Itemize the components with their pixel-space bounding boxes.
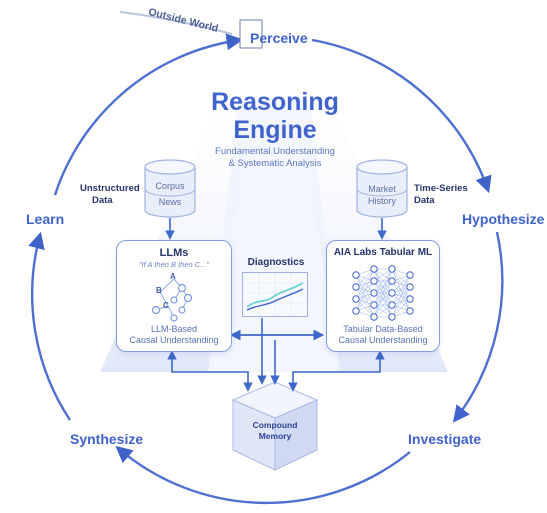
time-series-data-line1: Time-Series: [414, 183, 468, 194]
stage-hypothesize: Hypothesize: [462, 211, 545, 227]
causal-graph-icon: [151, 278, 193, 322]
news-db-label: News: [158, 197, 182, 207]
llm-caption-line1: LLM-Based: [150, 324, 198, 334]
cycle-arc-learn-perceive: [53, 33, 244, 196]
llm-panel: [116, 240, 232, 352]
cycle-arc-perceive-hypothesize: [311, 38, 492, 194]
unstructured-data-line2: Data: [92, 195, 113, 206]
tabular-panel-caption: Tabular Data-Based Causal Understanding: [326, 324, 440, 346]
engine-title-line2: Engine: [233, 116, 317, 144]
arrow-llms-to-memory: [167, 350, 253, 392]
time-series-data-label: Time-Series Data: [414, 183, 468, 207]
history-db-label: History: [367, 196, 396, 206]
tabular-caption-line1: Tabular Data-Based: [343, 324, 423, 334]
diagnostics-chart-icon: [243, 273, 307, 316]
unstructured-data-line1: Unstructured: [80, 183, 140, 194]
time-series-data-line2: Data: [414, 195, 435, 206]
market-history-database: [356, 159, 408, 218]
corpus-db-label: Corpus: [155, 181, 185, 191]
engine-subtitle-line2: & Systematic Analysis: [228, 158, 322, 169]
llm-panel-quote: "If A then B then C...": [138, 260, 210, 269]
perceive-input-box: [239, 19, 263, 49]
engine-title: Reasoning Engine: [200, 88, 350, 144]
outside-world-arc: [119, 11, 233, 35]
tabular-caption-line2: Causal Understanding: [338, 335, 428, 345]
llm-panel-caption: LLM-Based Causal Understanding: [116, 324, 232, 346]
stage-learn: Learn: [26, 211, 65, 227]
market-db-label: Market: [368, 184, 396, 194]
cycle-arc-synthesize-learn: [28, 231, 72, 421]
tabular-ml-panel: [326, 240, 440, 352]
node-a-label: A: [170, 272, 176, 281]
cycle-arc-investigate-synthesize: [115, 445, 411, 505]
memory-line1: Compound: [252, 420, 298, 430]
engine-title-line1: Reasoning: [211, 88, 339, 116]
diagnostics-title: Diagnostics: [247, 257, 305, 268]
unstructured-data-label: Unstructured Data: [80, 183, 140, 207]
neural-network-icon: [352, 265, 414, 321]
stage-investigate: Investigate: [408, 431, 482, 447]
compound-memory-label: Compound Memory: [240, 420, 310, 442]
node-c-label: C: [163, 301, 169, 310]
tabular-panel-title: AIA Labs Tabular ML: [333, 247, 433, 258]
engine-subtitle: Fundamental Understanding & Systematic A…: [195, 146, 355, 170]
corpus-database: [144, 159, 196, 218]
llm-panel-title: LLMs: [159, 247, 189, 259]
stage-synthesize: Synthesize: [70, 431, 144, 447]
engine-subtitle-line1: Fundamental Understanding: [215, 146, 335, 157]
memory-line2: Memory: [258, 431, 292, 441]
arrow-tabular-to-memory: [288, 350, 385, 392]
node-b-label: B: [156, 286, 162, 295]
cycle-arc-hypothesize-investigate: [452, 231, 504, 423]
stage-perceive: Perceive: [250, 30, 308, 46]
llm-caption-line2: Causal Understanding: [129, 335, 219, 345]
